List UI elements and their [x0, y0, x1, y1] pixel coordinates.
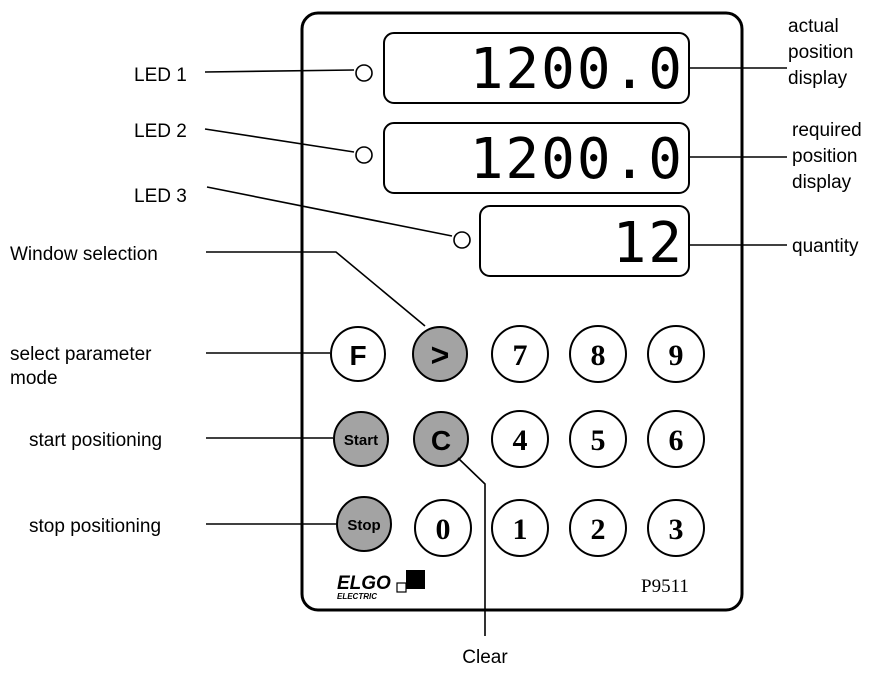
label-led3: LED 3 [134, 186, 187, 207]
key-0[interactable]: 0 [414, 499, 472, 557]
model-number: P9511 [641, 576, 689, 597]
key-6[interactable]: 6 [647, 410, 705, 468]
label-actual-3: display [788, 68, 848, 89]
svg-text:4: 4 [513, 424, 528, 457]
svg-text:3: 3 [669, 513, 684, 546]
key-9[interactable]: 9 [647, 325, 705, 383]
label-stop-positioning: stop positioning [29, 516, 161, 537]
svg-text:7: 7 [513, 339, 528, 372]
brand-sub: ELECTRIC [337, 592, 377, 601]
label-clear: Clear [462, 647, 508, 668]
label-led1: LED 1 [134, 65, 187, 86]
elgo-logo: ELGO ELECTRIC [337, 570, 425, 601]
leader-led3 [206, 186, 453, 237]
leader-led2 [204, 128, 355, 153]
label-window-selection: Window selection [10, 244, 158, 265]
svg-text:6: 6 [669, 424, 684, 457]
label-actual-1: actual [788, 16, 839, 37]
label-led2: LED 2 [134, 121, 187, 142]
svg-text:1: 1 [513, 513, 528, 546]
label-quantity: quantity [792, 236, 859, 257]
key-5[interactable]: 5 [569, 410, 627, 468]
actual-position-display: 1200.0 [383, 32, 690, 104]
leader-window-selection [206, 251, 426, 327]
label-select-parameter-2: mode [10, 368, 58, 389]
led-1 [355, 64, 373, 82]
leader-led1 [204, 69, 355, 73]
key-7[interactable]: 7 [491, 325, 549, 383]
key-3[interactable]: 3 [647, 499, 705, 557]
label-required-3: display [792, 172, 852, 193]
svg-text:F: F [349, 340, 366, 371]
key-4[interactable]: 4 [491, 410, 549, 468]
key-1[interactable]: 1 [491, 499, 549, 557]
clear-key[interactable]: C [413, 411, 469, 467]
label-actual-2: position [788, 42, 854, 63]
label-start-positioning: start positioning [29, 430, 162, 451]
label-select-parameter-1: select parameter [10, 344, 152, 365]
svg-text:Start: Start [344, 432, 378, 449]
start-key[interactable]: Start [333, 411, 389, 467]
stop-key[interactable]: Stop [336, 496, 392, 552]
svg-text:8: 8 [591, 339, 606, 372]
required-position-display: 1200.0 [383, 122, 690, 194]
svg-text:>: > [431, 337, 450, 373]
led-3 [453, 231, 471, 249]
svg-text:5: 5 [591, 424, 606, 457]
svg-text:Stop: Stop [347, 517, 380, 534]
brand-name: ELGO [337, 573, 391, 594]
key-8[interactable]: 8 [569, 325, 627, 383]
svg-text:C: C [431, 425, 451, 456]
actual-position-value: 1200.0 [470, 37, 684, 102]
svg-text:0: 0 [436, 513, 451, 546]
window-select-key[interactable]: > [412, 326, 468, 382]
label-required-1: required [792, 120, 862, 141]
required-position-value: 1200.0 [470, 127, 684, 192]
leader-clear [457, 457, 486, 636]
label-required-2: position [792, 146, 858, 167]
svg-text:9: 9 [669, 339, 684, 372]
led-2 [355, 146, 373, 164]
quantity-display: 12 [479, 205, 690, 277]
svg-text:2: 2 [591, 513, 606, 546]
quantity-value: 12 [613, 211, 684, 276]
key-2[interactable]: 2 [569, 499, 627, 557]
f-key[interactable]: F [330, 326, 386, 382]
